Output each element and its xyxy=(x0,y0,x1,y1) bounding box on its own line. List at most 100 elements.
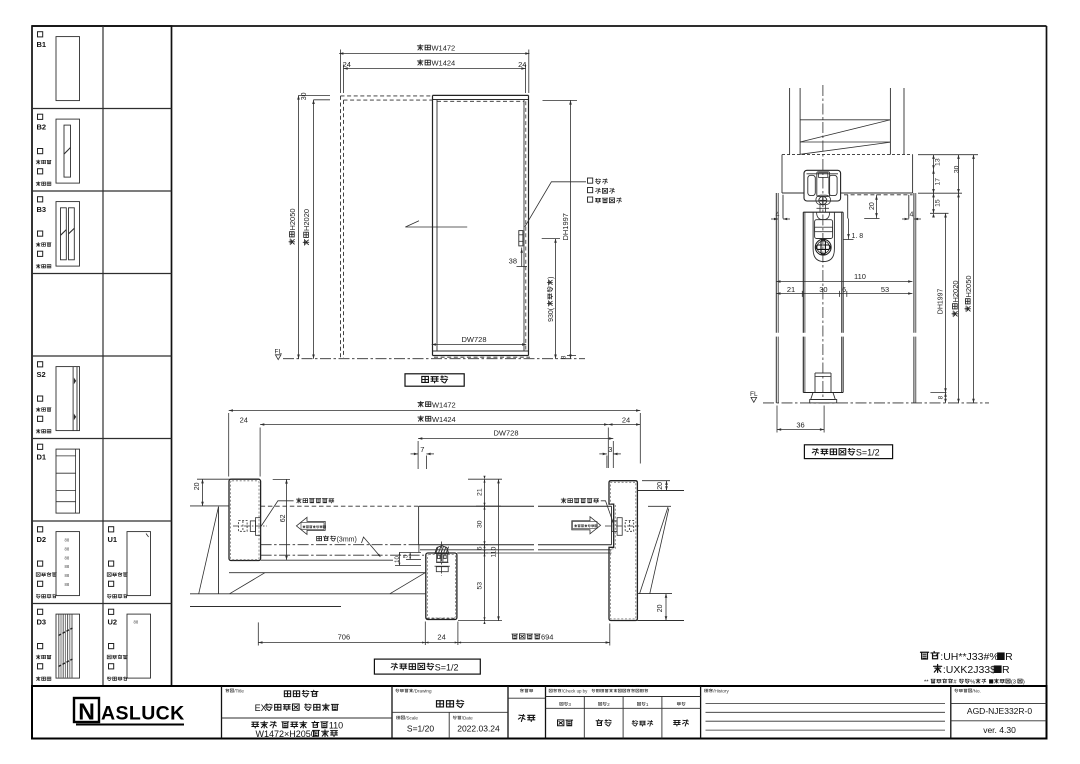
svg-text:B1: B1 xyxy=(37,40,47,49)
svg-text:D2: D2 xyxy=(37,535,47,544)
svg-text:U2: U2 xyxy=(108,618,118,627)
svg-text:24: 24 xyxy=(343,60,351,69)
svg-text:110: 110 xyxy=(329,721,343,731)
svg-text:D1: D1 xyxy=(37,453,47,462)
svg-text:R: R xyxy=(1005,651,1013,663)
svg-text:30: 30 xyxy=(954,165,961,173)
svg-text:EX: EX xyxy=(255,703,267,713)
svg-text:13: 13 xyxy=(935,158,942,166)
svg-text:W1424: W1424 xyxy=(432,415,456,424)
svg-text:S=1/2: S=1/2 xyxy=(856,448,880,458)
svg-text:20: 20 xyxy=(869,202,876,210)
svg-text::UXK2J33$: :UXK2J33$ xyxy=(943,664,996,676)
svg-text:R: R xyxy=(1002,664,1010,676)
svg-text:/No.: /No. xyxy=(972,689,980,694)
svg-text:24: 24 xyxy=(240,416,248,425)
svg-text:7: 7 xyxy=(420,445,424,454)
svg-text:110: 110 xyxy=(854,272,866,281)
svg-text:%: % xyxy=(970,680,975,686)
svg-text:S=1/2: S=1/2 xyxy=(435,662,459,672)
svg-text:88: 88 xyxy=(65,555,70,560)
svg-text:6: 6 xyxy=(842,285,846,294)
svg-text:B3: B3 xyxy=(37,205,47,214)
svg-text:H2020: H2020 xyxy=(951,280,960,302)
svg-text:20: 20 xyxy=(657,482,664,490)
svg-text:U1: U1 xyxy=(108,535,118,544)
svg-text:D3: D3 xyxy=(37,618,47,627)
svg-text:**: ** xyxy=(924,680,929,686)
svg-text:(3mm): (3mm) xyxy=(337,537,357,544)
svg-text:17: 17 xyxy=(935,178,942,186)
svg-text:15: 15 xyxy=(935,199,942,207)
svg-text:W1472: W1472 xyxy=(432,400,456,409)
svg-text:DH1997: DH1997 xyxy=(937,288,944,314)
svg-text:DW728: DW728 xyxy=(493,428,518,437)
svg-text:694: 694 xyxy=(541,633,554,642)
svg-text:/Scale: /Scale xyxy=(405,716,418,721)
svg-text:62: 62 xyxy=(280,514,287,522)
svg-text:20: 20 xyxy=(657,604,664,612)
svg-text:53: 53 xyxy=(881,285,889,294)
svg-text:706: 706 xyxy=(338,633,351,642)
svg-text:30: 30 xyxy=(477,520,484,528)
svg-text:H2050: H2050 xyxy=(964,275,973,297)
svg-text:8: 8 xyxy=(562,355,568,359)
svg-text:H2050: H2050 xyxy=(288,208,297,230)
svg-text:38: 38 xyxy=(509,257,517,266)
svg-text:10: 10 xyxy=(395,555,401,562)
svg-text:(3: (3 xyxy=(1011,680,1016,686)
svg-text:ver. 4.30: ver. 4.30 xyxy=(983,725,1016,735)
svg-text:21: 21 xyxy=(477,488,484,496)
svg-text:53: 53 xyxy=(477,582,484,590)
svg-text:2: 2 xyxy=(607,702,610,707)
svg-text:W1424: W1424 xyxy=(431,59,455,68)
svg-text:930(: 930( xyxy=(548,307,555,322)
svg-text:FL: FL xyxy=(275,349,283,356)
svg-text:88: 88 xyxy=(65,546,70,551)
svg-text:H2020: H2020 xyxy=(302,209,311,231)
svg-text:20: 20 xyxy=(194,482,201,490)
svg-text:88: 88 xyxy=(65,573,70,578)
svg-text:6: 6 xyxy=(477,546,484,550)
svg-text:/Check up by: /Check up by xyxy=(562,689,588,694)
svg-text:/Date: /Date xyxy=(462,716,473,721)
svg-text:W1472×H2050: W1472×H2050 xyxy=(255,729,315,739)
svg-text:4: 4 xyxy=(776,212,780,219)
svg-text:4: 4 xyxy=(910,212,914,219)
svg-text:21: 21 xyxy=(787,285,795,294)
svg-text:/Drawing: /Drawing xyxy=(413,689,432,694)
svg-text::UH**J33#%: :UH**J33#% xyxy=(940,651,998,663)
svg-text:24: 24 xyxy=(437,633,445,642)
svg-text:88: 88 xyxy=(65,564,70,569)
svg-text:88: 88 xyxy=(65,582,70,587)
svg-text:#: # xyxy=(953,680,957,686)
svg-text:B2: B2 xyxy=(37,123,47,132)
svg-text:3: 3 xyxy=(608,445,612,454)
svg-text:88: 88 xyxy=(134,620,139,625)
svg-text:110: 110 xyxy=(491,546,498,557)
svg-text:2022.03.24: 2022.03.24 xyxy=(457,724,500,734)
svg-text:ASLUCK: ASLUCK xyxy=(101,703,185,725)
svg-text:24: 24 xyxy=(518,60,526,69)
svg-text:W1472: W1472 xyxy=(431,44,455,53)
svg-text:1. 8: 1. 8 xyxy=(852,233,864,240)
svg-text:): ) xyxy=(548,277,555,279)
svg-text:30: 30 xyxy=(819,285,827,294)
svg-text:DW728: DW728 xyxy=(461,335,486,344)
svg-text:S=1/20: S=1/20 xyxy=(407,724,434,734)
svg-text:3: 3 xyxy=(568,702,571,707)
svg-text:AGD-NJE332R-0: AGD-NJE332R-0 xyxy=(967,706,1032,716)
svg-text:N: N xyxy=(78,699,95,725)
svg-text:5: 5 xyxy=(404,554,410,558)
svg-text:8: 8 xyxy=(937,395,944,399)
svg-text:36: 36 xyxy=(796,420,804,429)
svg-text:DH1997: DH1997 xyxy=(561,213,570,241)
svg-text:24: 24 xyxy=(622,416,630,425)
svg-text:): ) xyxy=(1023,680,1025,686)
svg-text:88: 88 xyxy=(65,538,70,543)
svg-text:FL: FL xyxy=(750,391,758,398)
svg-text:/Title: /Title xyxy=(234,689,244,694)
svg-text:/History: /History xyxy=(713,689,729,694)
svg-text:1: 1 xyxy=(646,702,649,707)
svg-text:S2: S2 xyxy=(37,370,46,379)
